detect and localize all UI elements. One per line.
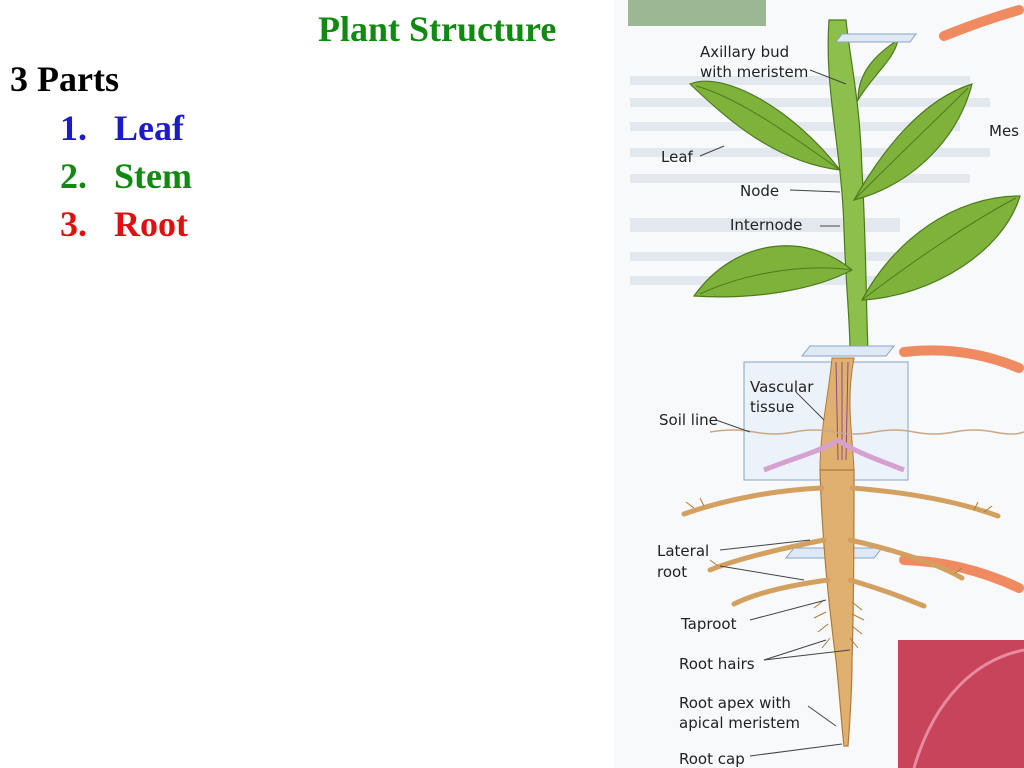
part-item-stem: 2. Stem xyxy=(60,152,192,200)
label-root-hairs: Root hairs xyxy=(679,655,755,673)
parts-list: 1. Leaf 2. Stem 3. Root xyxy=(60,104,192,248)
root-hairs xyxy=(685,497,993,649)
label-vascular: Vascular xyxy=(750,378,814,396)
label-internode: Internode xyxy=(730,216,802,234)
leaf-lower-right xyxy=(860,195,1021,301)
top-micrograph xyxy=(628,0,766,26)
plant-diagram-svg: Axillary bud with meristem Leaf Node Int… xyxy=(614,0,1024,768)
label-vascular-line2: tissue xyxy=(750,398,794,416)
part-item-root: 3. Root xyxy=(60,200,192,248)
plant-diagram: Axillary bud with meristem Leaf Node Int… xyxy=(614,0,1024,768)
leaf-lower-left xyxy=(692,245,854,298)
label-mes-cut: Mes xyxy=(989,122,1019,140)
part-label: Leaf xyxy=(114,108,184,148)
label-root-apex: Root apex with xyxy=(679,694,791,712)
vascular-tissue-shape xyxy=(763,436,905,473)
soil-line xyxy=(709,429,1024,435)
label-axillary-bud-line2: with meristem xyxy=(700,63,808,81)
label-taproot: Taproot xyxy=(680,615,737,633)
lateral-roots xyxy=(681,485,1001,609)
label-soil-line: Soil line xyxy=(659,411,718,429)
part-label: Stem xyxy=(114,156,192,196)
label-lateral-root: Lateral xyxy=(657,542,709,560)
part-number: 3. xyxy=(60,204,87,244)
part-label: Root xyxy=(114,204,188,244)
leaf-veins xyxy=(695,85,1017,301)
label-axillary-bud: Axillary bud xyxy=(700,43,789,61)
slide-title: Plant Structure xyxy=(318,9,557,49)
part-number: 2. xyxy=(60,156,87,196)
parts-heading: 3 Parts xyxy=(10,59,119,99)
label-lateral-root-line2: root xyxy=(657,563,687,581)
taproot-shape xyxy=(819,469,855,747)
part-number: 1. xyxy=(60,108,87,148)
label-root-apex-line2: apical meristem xyxy=(679,714,800,732)
leader-lines xyxy=(699,69,851,757)
label-leaf: Leaf xyxy=(661,148,694,166)
leaf-upper-left xyxy=(688,80,842,171)
label-root-cap: Root cap xyxy=(679,750,745,768)
section-plates xyxy=(784,33,917,559)
root-tip-micrograph xyxy=(898,640,1024,768)
label-node: Node xyxy=(740,182,779,200)
micrograph-detail xyxy=(912,648,1024,768)
part-item-leaf: 1. Leaf xyxy=(60,104,192,152)
